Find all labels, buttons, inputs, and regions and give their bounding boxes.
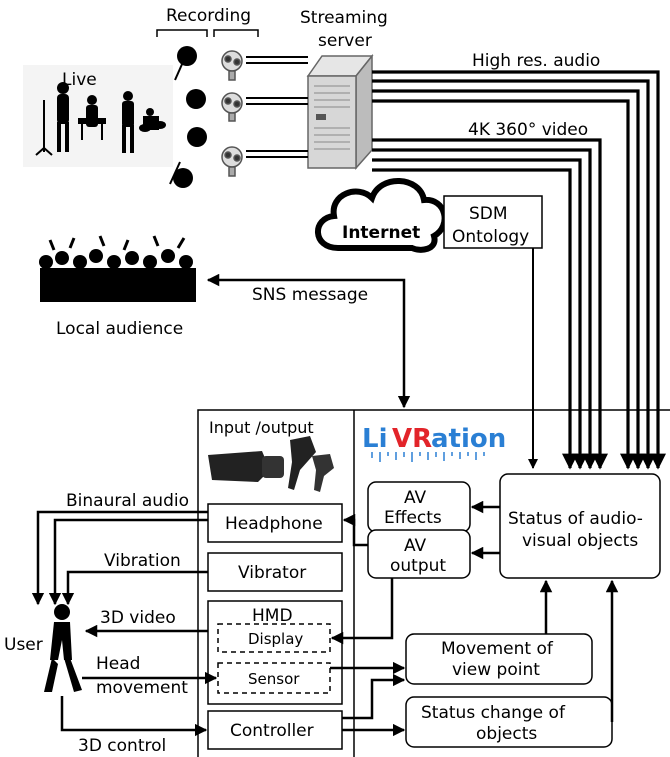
local-audience-label: Local audience — [56, 319, 183, 339]
internet-cloud-icon — [315, 178, 448, 253]
controller-box — [207, 710, 343, 750]
controller-to-movement-arrow — [342, 673, 406, 720]
audience-icon — [39, 235, 196, 302]
user-label: User — [4, 635, 43, 655]
camera-360-icons — [221, 50, 243, 177]
status-av-label-2: visual objects — [522, 531, 638, 551]
video-3d-label: 3D video — [100, 608, 176, 628]
input-output-label: Input /output — [209, 418, 314, 437]
high-res-audio-label: High res. audio — [472, 51, 600, 71]
streaming-server-label-2: server — [318, 31, 372, 51]
status-change-label-2: objects — [476, 724, 537, 744]
display-label: Display — [248, 630, 303, 648]
controller-label: Controller — [230, 721, 314, 741]
status-change-label-1: Status change of — [421, 703, 566, 723]
display-box — [217, 623, 331, 653]
binaural-audio-label: Binaural audio — [66, 491, 189, 511]
video-4k360-label: 4K 360° video — [468, 120, 588, 140]
recording-bracket-cameras — [213, 29, 259, 37]
svg-text:Li: Li — [362, 424, 387, 454]
av-effects-label-2: Effects — [384, 508, 442, 528]
system-frame — [197, 409, 670, 757]
ontology-label: Ontology — [452, 227, 529, 247]
movement-view-point-box — [405, 633, 593, 685]
av-output-label-2: output — [390, 556, 446, 576]
vibration-label: Vibration — [104, 551, 181, 571]
sns-message-arrow — [206, 273, 411, 409]
sensor-label: Sensor — [248, 670, 300, 688]
av-output-box — [367, 529, 471, 579]
streaming-server-icon — [306, 53, 374, 170]
headphone-box — [207, 503, 343, 543]
head-movement-label-2: movement — [96, 678, 188, 698]
live-stage-image — [23, 65, 173, 167]
status-av-label-1: Status of audio- — [508, 509, 643, 529]
av-output-label-1: AV — [404, 536, 427, 556]
status-to-av-arrows — [470, 500, 500, 560]
hmd-controller-icon — [208, 436, 334, 492]
capture-to-server-lines — [246, 56, 308, 158]
user-figure-icon — [44, 604, 82, 692]
sdm-ontology-box — [443, 195, 543, 249]
status-av-objects-box — [499, 473, 661, 579]
headphone-label: Headphone — [225, 514, 323, 534]
sensor-box — [217, 662, 331, 694]
live-label: Live — [62, 70, 97, 90]
microphone-icons — [169, 46, 207, 188]
av-output-to-devices — [330, 513, 394, 645]
sns-message-label: SNS message — [252, 285, 368, 305]
movement-label-2: view point — [452, 660, 540, 680]
internet-label: Internet — [342, 223, 420, 243]
stream-lines — [372, 70, 666, 470]
sdm-label: SDM — [469, 204, 508, 224]
recording-bracket-mics — [156, 29, 208, 37]
hmd-label: HMD — [252, 606, 293, 626]
vibrator-label: Vibrator — [238, 563, 306, 583]
livration-logo: Li VR ation — [362, 424, 506, 462]
av-effects-label-1: AV — [404, 488, 427, 508]
svg-text:ation: ation — [431, 424, 506, 454]
streaming-server-label-1: Streaming — [300, 8, 388, 28]
control-3d-label: 3D control — [78, 736, 166, 756]
recording-label: Recording — [166, 6, 251, 26]
head-movement-label-1: Head — [96, 654, 140, 674]
movement-label-1: Movement of — [441, 639, 554, 659]
svg-text:VR: VR — [392, 424, 432, 454]
user-io-arrows — [31, 510, 218, 737]
